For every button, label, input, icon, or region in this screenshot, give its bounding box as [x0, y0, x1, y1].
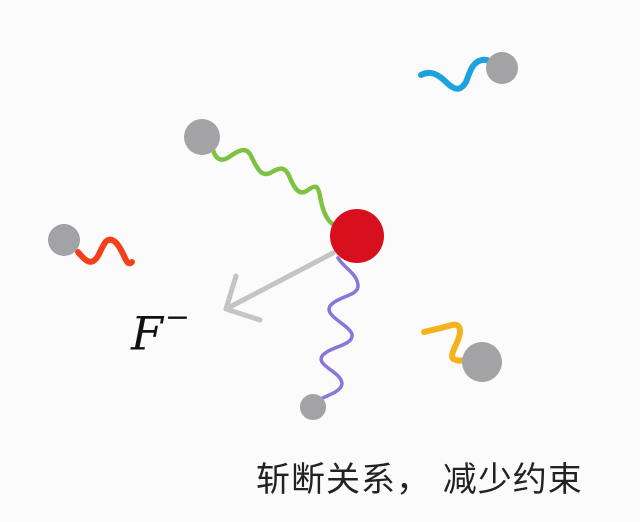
red-neighbor-atom: [48, 224, 80, 256]
force-label: F−: [131, 300, 190, 361]
purple-neighbor-atom: [300, 394, 326, 420]
red-broken-bond: [48, 224, 135, 267]
green-bond: [184, 119, 339, 229]
green-neighbor-atom: [184, 119, 220, 155]
force-superscript: −: [164, 300, 191, 335]
blue-neighbor-atom: [486, 52, 518, 84]
force-symbol: F: [131, 306, 163, 361]
blue-broken-bond: [418, 52, 518, 92]
caption: 斩断关系， 减少约束: [256, 460, 583, 500]
central-atom: [330, 209, 384, 263]
purple-bond: [300, 256, 360, 420]
yellow-neighbor-atom: [462, 342, 502, 382]
yellow-broken-bond: [421, 321, 502, 382]
force-arrow: [223, 250, 336, 323]
